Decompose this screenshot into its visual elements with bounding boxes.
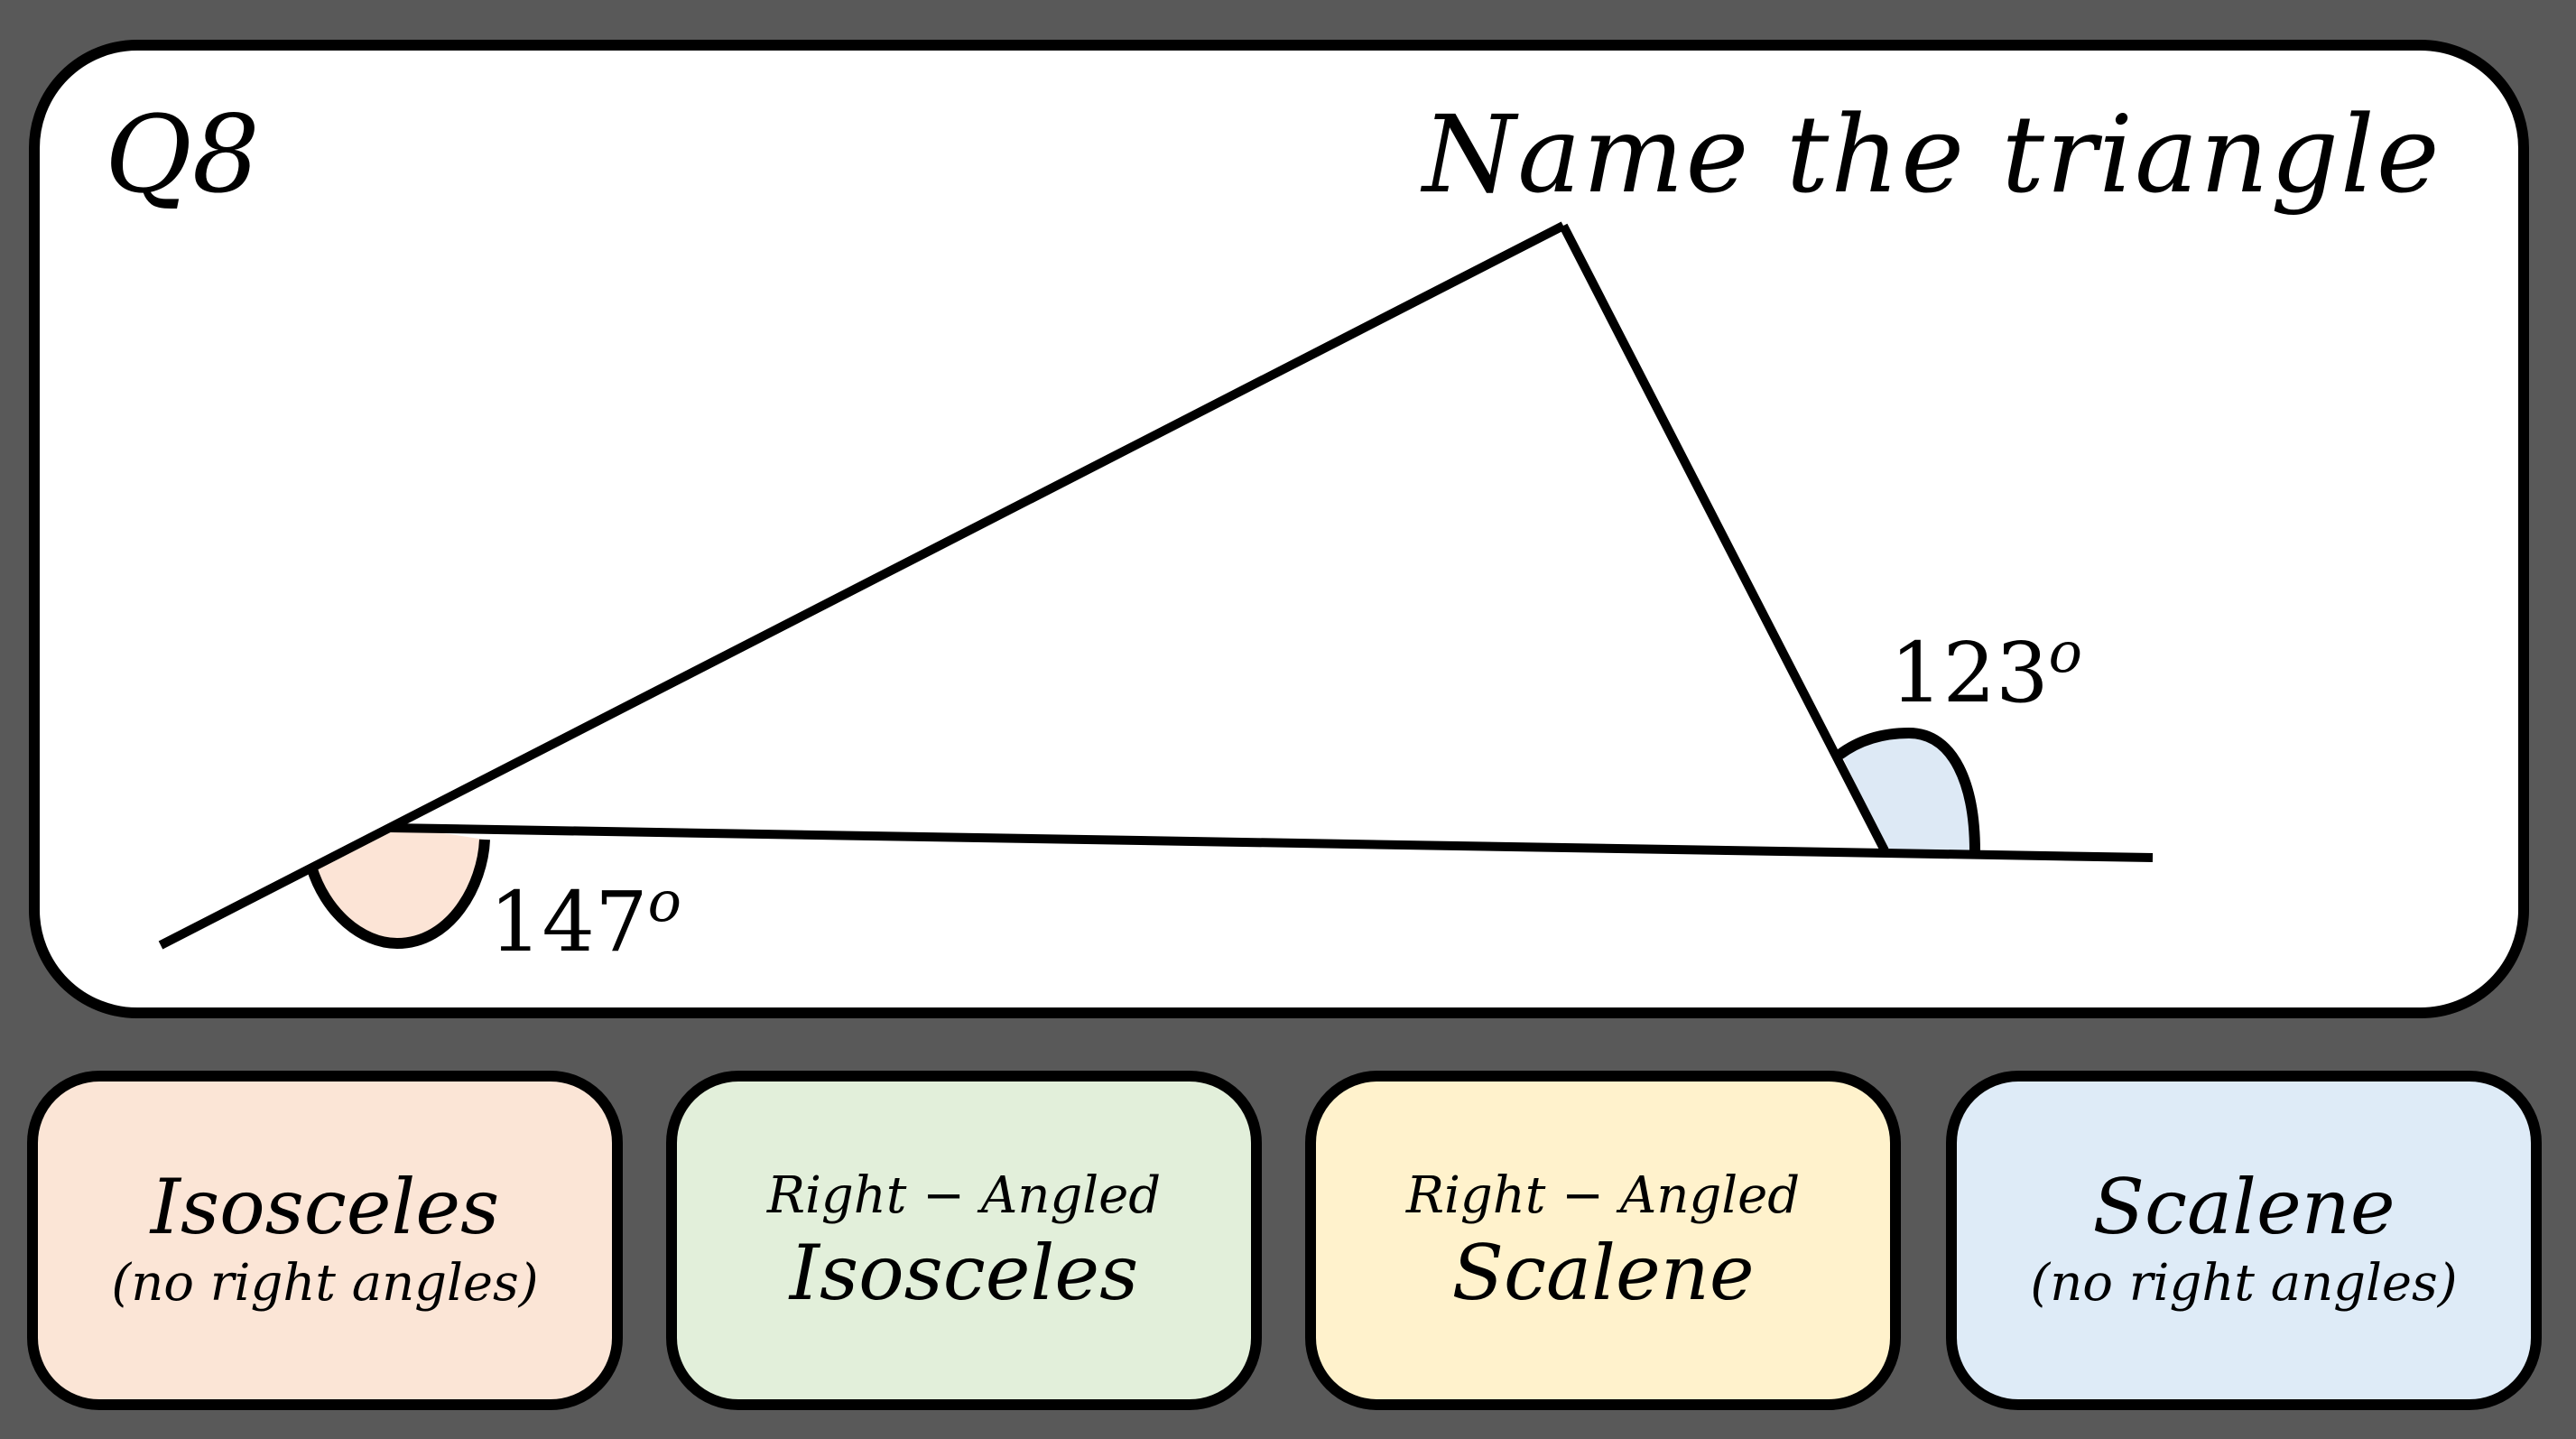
option-sublabel: Isosceles: [789, 1229, 1139, 1318]
option-label: Right − Angled: [1405, 1166, 1801, 1226]
option-right-angled-scalene[interactable]: Right − Angled Scalene: [1305, 1071, 1901, 1410]
option-label: Isosceles: [150, 1163, 500, 1252]
option-sublabel: Scalene: [1451, 1229, 1755, 1318]
angle-arc-147: [311, 826, 485, 943]
angle-label-123: 123o: [1890, 619, 2082, 721]
option-label: Scalene: [2092, 1163, 2395, 1252]
angle-label-147: 147o: [489, 868, 681, 970]
option-sublabel: (no right angles): [2030, 1253, 2458, 1313]
option-isosceles[interactable]: Isosceles (no right angles): [27, 1071, 623, 1410]
question-prompt: Name the triangle: [1422, 92, 2442, 217]
option-sublabel: (no right angles): [111, 1253, 539, 1313]
question-number: Q8: [105, 92, 260, 217]
option-right-angled-isosceles[interactable]: Right − Angled Isosceles: [666, 1071, 1262, 1410]
option-scalene[interactable]: Scalene (no right angles): [1946, 1071, 2542, 1410]
option-label: Right − Angled: [766, 1166, 1162, 1226]
